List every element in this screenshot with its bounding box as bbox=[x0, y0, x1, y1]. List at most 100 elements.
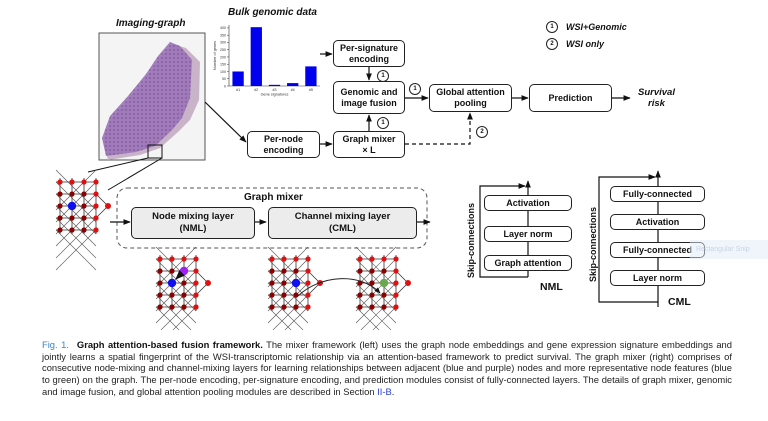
target-node bbox=[291, 278, 301, 288]
badge-2-icon: 2 bbox=[546, 38, 558, 50]
y-tick-label: 300 bbox=[220, 41, 226, 45]
graph-edge bbox=[55, 205, 97, 247]
tissue bbox=[102, 42, 192, 156]
bar bbox=[232, 71, 244, 86]
graph-node bbox=[393, 280, 399, 286]
graph-node bbox=[369, 268, 375, 274]
graph-node bbox=[281, 268, 287, 274]
graph-node bbox=[269, 256, 275, 262]
graph-edge bbox=[284, 306, 309, 330]
graph-node bbox=[193, 256, 199, 262]
graph-cml-after bbox=[355, 246, 411, 330]
graph-node bbox=[69, 215, 75, 221]
graph-node bbox=[357, 256, 363, 262]
graph-edge bbox=[355, 306, 380, 330]
graph-node bbox=[57, 179, 63, 185]
graph-node bbox=[305, 292, 311, 298]
y-tick-label: 50 bbox=[222, 77, 226, 81]
zoom-line-left bbox=[87, 157, 149, 173]
graph-node bbox=[381, 292, 387, 298]
graph-edge bbox=[55, 217, 97, 259]
graph-node bbox=[169, 292, 175, 298]
figure-number: Fig. 1. bbox=[42, 339, 69, 350]
graph-edge bbox=[55, 193, 97, 235]
graph-input bbox=[55, 169, 111, 271]
graph-node bbox=[393, 292, 399, 298]
graph-edge bbox=[155, 270, 197, 312]
graph-node bbox=[57, 191, 63, 197]
graph-node bbox=[405, 280, 411, 286]
bulk-genomic-title: Bulk genomic data bbox=[228, 7, 317, 18]
graph-node bbox=[169, 268, 175, 274]
arrow-slide-to-pernode bbox=[204, 101, 247, 143]
nml-label: NML bbox=[540, 281, 563, 293]
path-badge-1-icon: 1 bbox=[377, 70, 389, 82]
graph-edge bbox=[267, 258, 309, 300]
graph-node bbox=[81, 191, 87, 197]
graph-node bbox=[57, 215, 63, 221]
graph-edge bbox=[172, 306, 197, 330]
graph-edge bbox=[372, 306, 397, 330]
channel-mixing-layer-box: Channel mixing layer(CML) bbox=[268, 207, 417, 239]
arrow-blue-to-green bbox=[297, 278, 381, 297]
caption-body: The mixer framework (left) uses the grap… bbox=[42, 339, 732, 397]
graph-node bbox=[381, 304, 387, 310]
graph-node bbox=[81, 203, 87, 209]
graph-node bbox=[81, 179, 87, 185]
graph-node bbox=[305, 256, 311, 262]
updated-node bbox=[379, 278, 389, 288]
graph-node bbox=[281, 304, 287, 310]
dashed-mixer-to-pool bbox=[405, 112, 473, 145]
nml-graph-attention-layer: Graph attention bbox=[484, 255, 572, 271]
prediction-box: Prediction bbox=[529, 84, 612, 112]
graph-node bbox=[105, 203, 111, 209]
graph-edge bbox=[155, 306, 180, 330]
x-tick-label: #5 bbox=[309, 88, 313, 92]
badge-1-icon: 1 bbox=[546, 21, 558, 33]
x-tick-label: #2 bbox=[254, 88, 258, 92]
graph-node bbox=[369, 304, 375, 310]
graph-node bbox=[93, 203, 99, 209]
graph-edge bbox=[155, 246, 197, 288]
y-tick-label: 250 bbox=[220, 48, 226, 52]
graph-edge bbox=[267, 282, 309, 324]
graph-node bbox=[93, 191, 99, 197]
graph-node bbox=[181, 304, 187, 310]
graph-node bbox=[169, 256, 175, 262]
section-link[interactable]: II-B bbox=[377, 385, 392, 397]
cml-layer-norm-layer: Layer norm bbox=[610, 270, 705, 286]
graph-edge bbox=[267, 306, 292, 330]
graph-node bbox=[293, 304, 299, 310]
nml-skip-connections-label: Skip-connections bbox=[466, 202, 476, 278]
graph-node bbox=[269, 268, 275, 274]
graph-node bbox=[393, 256, 399, 262]
graph-node bbox=[269, 292, 275, 298]
graph-node bbox=[157, 268, 163, 274]
graph-node bbox=[269, 304, 275, 310]
graph-node bbox=[69, 227, 75, 233]
graph-node bbox=[393, 304, 399, 310]
zoom-region bbox=[147, 144, 163, 159]
x-tick-label: #1 bbox=[236, 88, 240, 92]
y-tick-label: 200 bbox=[220, 55, 226, 59]
graph-node bbox=[157, 292, 163, 298]
cml-activation-layer: Activation bbox=[610, 214, 705, 230]
graph-node bbox=[281, 256, 287, 262]
graph-node bbox=[69, 191, 75, 197]
graph-node bbox=[293, 292, 299, 298]
rectangular-snip-overlay: Rectangular Snip bbox=[690, 240, 768, 259]
graph-node bbox=[57, 203, 63, 209]
graph-edge bbox=[355, 294, 392, 330]
graph-node bbox=[169, 304, 175, 310]
graph-node bbox=[193, 268, 199, 274]
graph-node bbox=[305, 268, 311, 274]
graph-node bbox=[181, 280, 187, 286]
graph-node bbox=[281, 292, 287, 298]
graph-mixer-panel-outline bbox=[116, 187, 428, 249]
graph-node bbox=[93, 215, 99, 221]
y-tick-label: 0 bbox=[224, 84, 226, 88]
